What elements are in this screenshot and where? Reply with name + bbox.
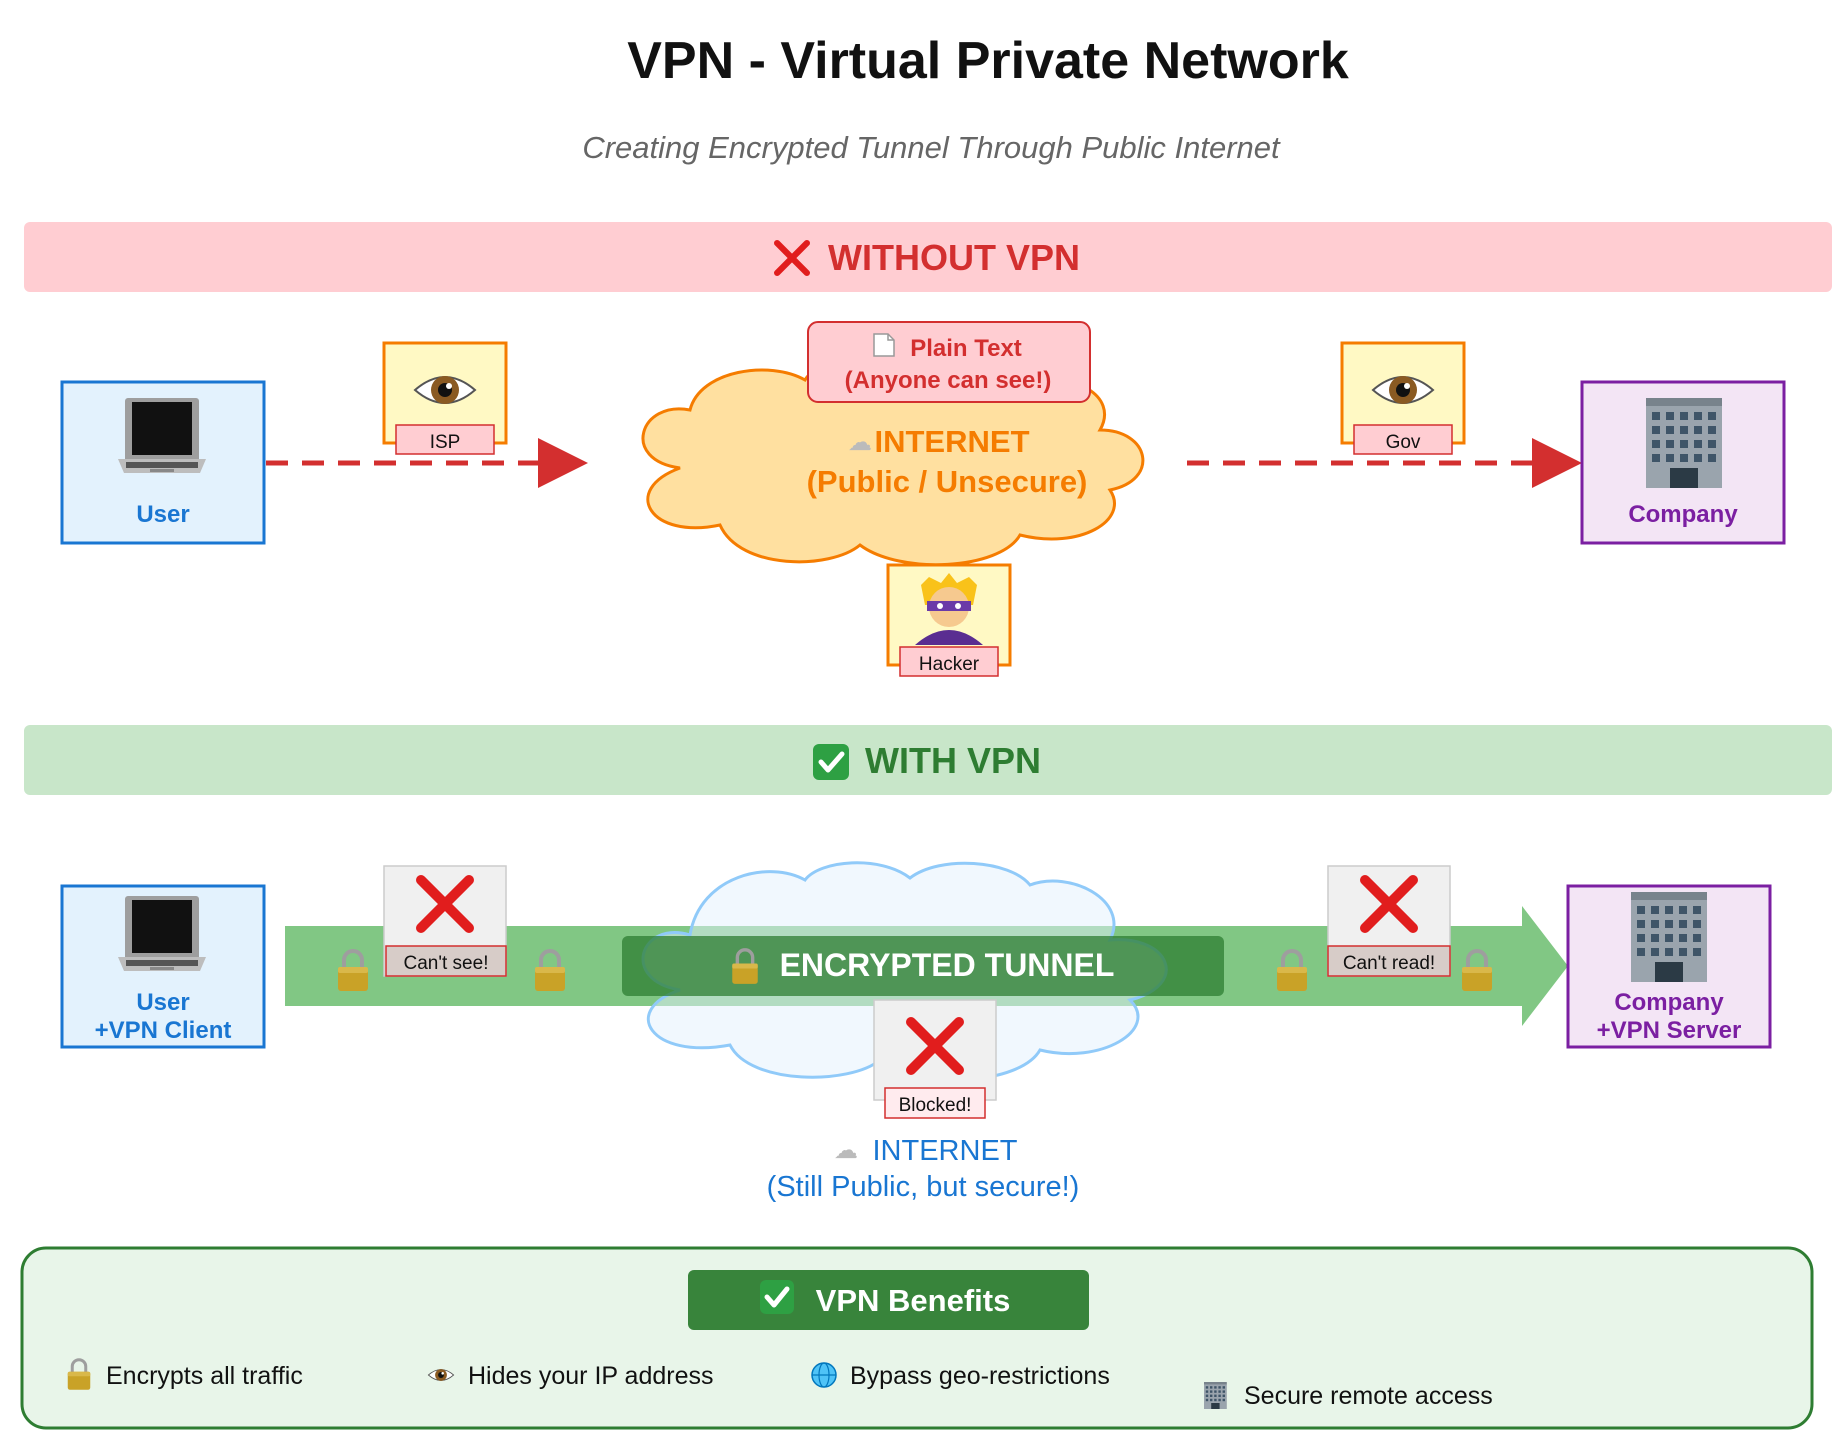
benefit-item: Encrypts all traffic <box>66 1358 303 1392</box>
office-building-icon <box>1646 398 1722 488</box>
user-label: User <box>136 501 189 528</box>
without-vpn-title: WITHOUT VPN <box>828 237 1080 278</box>
benefits-panel: VPN Benefits Encrypts all traffic Hides … <box>20 1246 1814 1430</box>
isp-observer: ISP <box>382 341 508 455</box>
vpn-company-line2: +VPN Server <box>1597 1017 1742 1044</box>
company-label: Company <box>1628 501 1738 528</box>
vpn-company-line1: Company <box>1614 989 1724 1016</box>
page-title: VPN - Virtual Private Network <box>627 32 1349 90</box>
hacker-label: Hacker <box>919 654 980 675</box>
benefit-item: Hides your IP address <box>427 1362 714 1390</box>
user-node: User <box>60 380 266 545</box>
secure-internet-subtitle: (Still Public, but secure!) <box>767 1171 1080 1203</box>
blocked-label: Blocked! <box>899 1095 972 1116</box>
gov-observer: Gov <box>1340 341 1466 455</box>
laptop-icon <box>118 896 206 971</box>
vpn-company-node: Company +VPN Server <box>1566 884 1772 1049</box>
plain-text-callout: Plain Text (Anyone can see!) <box>807 321 1091 403</box>
cloud-icon: ☁ <box>834 1136 858 1164</box>
secure-internet-title: INTERNET <box>873 1135 1018 1167</box>
page-subtitle: Creating Encrypted Tunnel Through Public… <box>582 130 1281 165</box>
blocked-observer-hacker: Blocked! <box>873 999 997 1119</box>
benefit-label: Secure remote access <box>1244 1382 1493 1410</box>
internet-cloud-label: ☁ INTERNET (Public / Unsecure) <box>807 424 1088 499</box>
check-mark-icon <box>760 1280 794 1314</box>
vpn-user-node: User +VPN Client <box>60 884 266 1049</box>
check-mark-icon <box>813 744 849 780</box>
cant-see-label: Can't see! <box>404 953 489 974</box>
gov-label: Gov <box>1386 432 1421 453</box>
benefit-label: Encrypts all traffic <box>106 1362 303 1390</box>
benefit-item: Bypass geo-restrictions <box>811 1362 1110 1390</box>
cross-mark-icon <box>774 240 810 276</box>
without-vpn-banner: WITHOUT VPN <box>24 222 1832 292</box>
benefits-title: VPN Benefits <box>816 1283 1011 1318</box>
internet-subtitle: (Public / Unsecure) <box>807 464 1088 499</box>
with-vpn-banner: WITH VPN <box>24 725 1832 795</box>
office-building-icon <box>1204 1382 1227 1409</box>
masked-hacker-icon <box>915 573 983 645</box>
internet-title: INTERNET <box>875 424 1030 459</box>
cant-read-label: Can't read! <box>1343 953 1435 974</box>
blocked-observer-cant-see: Can't see! <box>383 865 507 977</box>
page-icon <box>873 333 895 357</box>
tunnel-title: ENCRYPTED TUNNEL <box>780 947 1115 983</box>
laptop-icon <box>118 398 206 473</box>
secure-internet-caption: ☁ INTERNET (Still Public, but secure!) <box>767 1135 1080 1203</box>
cloud-icon: ☁ <box>848 428 872 456</box>
isp-label: ISP <box>430 432 461 453</box>
company-node: Company <box>1580 380 1786 545</box>
benefit-label: Bypass geo-restrictions <box>850 1362 1110 1390</box>
benefit-item: Secure remote access <box>1204 1382 1493 1410</box>
vpn-user-line2: +VPN Client <box>95 1017 232 1044</box>
plain-text-line2: (Anyone can see!) <box>845 367 1052 394</box>
encrypted-tunnel-label: ENCRYPTED TUNNEL <box>622 936 1224 996</box>
office-building-icon <box>1631 892 1707 982</box>
globe-icon <box>811 1362 837 1388</box>
plain-text-line1: Plain Text <box>910 335 1022 362</box>
blocked-observer-cant-read: Can't read! <box>1327 865 1451 977</box>
hacker-observer: Hacker <box>886 563 1012 677</box>
benefit-label: Hides your IP address <box>468 1362 714 1390</box>
vpn-user-line1: User <box>136 989 189 1016</box>
with-vpn-title: WITH VPN <box>865 740 1041 781</box>
